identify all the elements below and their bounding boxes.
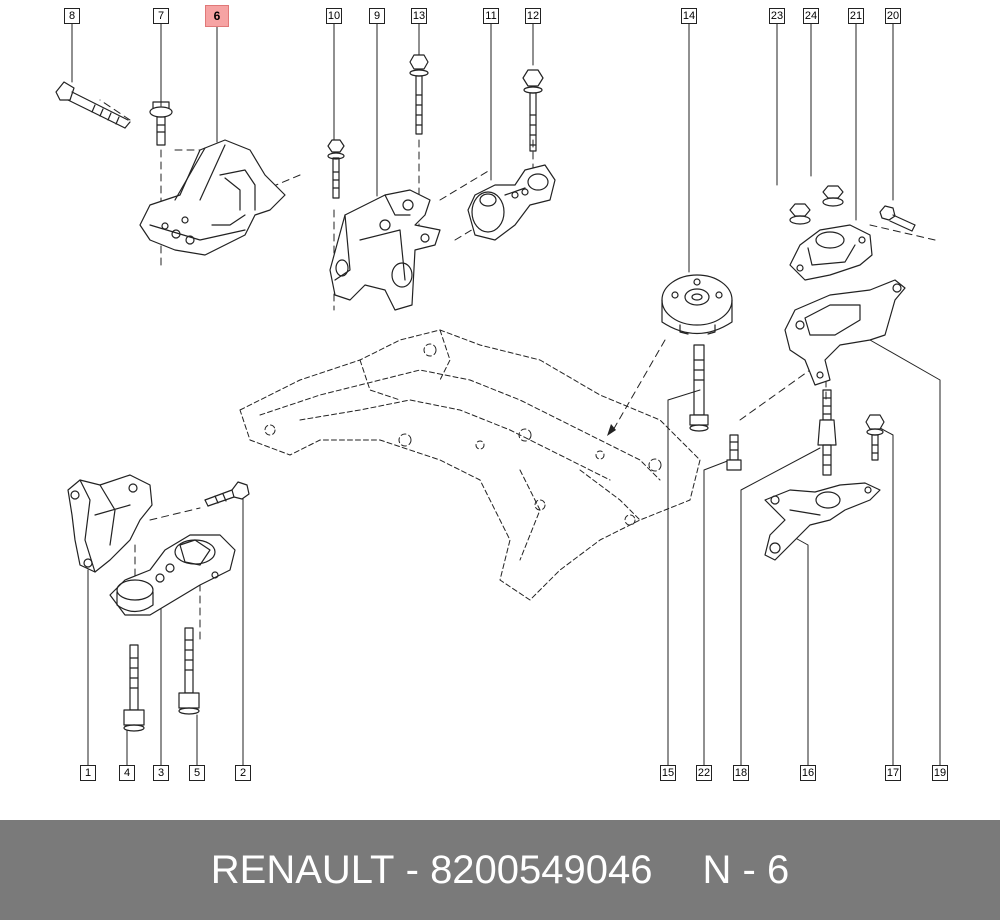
part-number: 8200549046: [430, 847, 653, 892]
subframe-outline: [239, 329, 701, 601]
footer-separator: -: [405, 847, 419, 892]
bolt-22: [726, 434, 742, 471]
bracket-1: [67, 474, 153, 573]
callout-11: 11: [483, 8, 499, 24]
callout-21: 21: [848, 8, 864, 24]
bolt-20: [879, 205, 916, 232]
bolt-10: [327, 139, 345, 199]
bolt-12: [522, 69, 544, 152]
callout-20: 20: [885, 8, 901, 24]
exploded-parts-diagram: 8 7 6 10 9 13 11 12 14 23 24 21 20 1 4 3…: [55, 5, 948, 781]
callout-18: 18: [733, 765, 749, 781]
bolt-15: [689, 344, 709, 432]
diagram-drawing: [55, 23, 941, 766]
callout-1: 1: [80, 765, 96, 781]
callout-17: 17: [885, 765, 901, 781]
torque-rod-11: [467, 164, 556, 241]
callout-22: 22: [696, 765, 712, 781]
bolt-5: [178, 627, 200, 715]
support-arm-19: [784, 279, 906, 386]
bolt-8: [55, 81, 131, 129]
bolt-13: [409, 54, 429, 135]
mount-21: [789, 224, 873, 281]
callout-2: 2: [235, 765, 251, 781]
callout-9: 9: [369, 8, 385, 24]
callout-12: 12: [525, 8, 541, 24]
callout-7: 7: [153, 8, 169, 24]
stud-18: [817, 389, 837, 476]
ref-number: 6: [767, 847, 790, 892]
callout-4: 4: [119, 765, 135, 781]
bracket-9: [329, 189, 441, 311]
callout-14: 14: [681, 8, 697, 24]
callout-19: 19: [932, 765, 948, 781]
callout-16: 16: [800, 765, 816, 781]
callout-5: 5: [189, 765, 205, 781]
callout-23: 23: [769, 8, 785, 24]
part-info-footer: RENAULT - 8200549046 N - 6: [0, 820, 1000, 920]
bolt-7: [149, 101, 173, 146]
brand-name: RENAULT: [210, 847, 395, 892]
engine-mount-6: [139, 139, 286, 256]
callout-3: 3: [153, 765, 169, 781]
callout-10: 10: [326, 8, 342, 24]
mount-3: [109, 534, 236, 616]
callout-15: 15: [660, 765, 676, 781]
nut-24: [822, 185, 844, 207]
callout-6-highlighted: 6: [205, 5, 229, 27]
bolt-2: [204, 481, 250, 507]
callout-24: 24: [803, 8, 819, 24]
callout-8: 8: [64, 8, 80, 24]
ref-separator: -: [742, 847, 756, 892]
lower-bracket-16: [764, 482, 881, 561]
nut-23: [789, 203, 811, 225]
bolt-17: [865, 414, 885, 461]
callout-13: 13: [411, 8, 427, 24]
round-mount-14: [661, 274, 733, 335]
bolt-4: [123, 644, 145, 732]
ref-label: N: [702, 847, 732, 892]
